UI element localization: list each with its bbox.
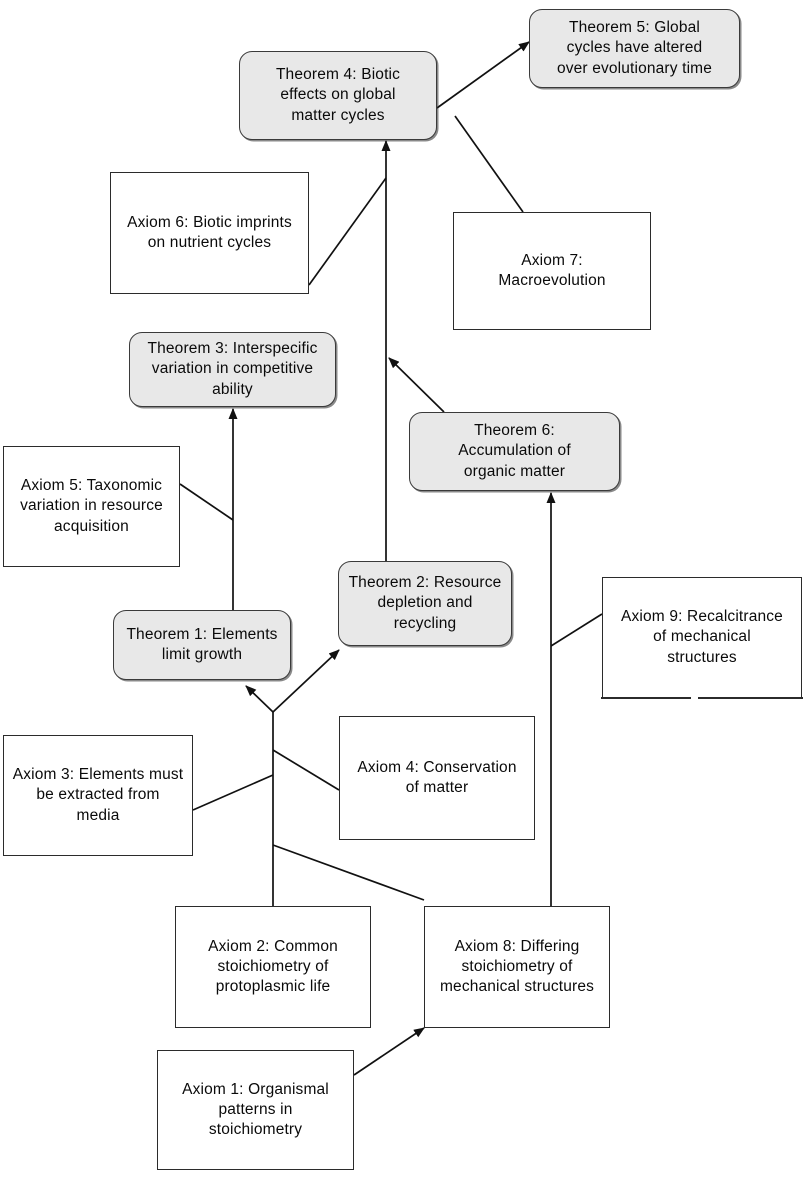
node-theorem-3-label: Theorem 3: Interspecific variation in co… [147, 340, 318, 398]
node-theorem-5-label: Theorem 5: Global cycles have altered ov… [556, 19, 713, 77]
edge-axiom6-to-theorem4 [308, 177, 387, 286]
edge-axiom5-to-theorem3 [179, 483, 234, 521]
edge-theorem6-to-trunk [388, 357, 445, 413]
node-axiom-2[interactable]: Axiom 2: Common stoichiometry of protopl… [175, 906, 371, 1028]
node-theorem-1[interactable]: Theorem 1: Elements limit growth [113, 610, 291, 680]
node-theorem-6[interactable]: Theorem 6: Accumulation of organic matte… [409, 412, 620, 491]
node-axiom-6[interactable]: Axiom 6: Biotic imprints on nutrient cyc… [110, 172, 309, 294]
node-theorem-4[interactable]: Theorem 4: Biotic effects on global matt… [239, 51, 437, 140]
node-theorem-5[interactable]: Theorem 5: Global cycles have altered ov… [529, 9, 740, 88]
node-theorem-3[interactable]: Theorem 3: Interspecific variation in co… [129, 332, 336, 407]
node-axiom-8-label: Axiom 8: Differing stoichiometry of mech… [439, 937, 594, 996]
node-axiom-7[interactable]: Axiom 7: Macroevolution [453, 212, 651, 330]
node-axiom-7-label: Axiom 7: Macroevolution [498, 251, 606, 289]
node-axiom-2-label: Axiom 2: Common stoichiometry of protopl… [208, 937, 338, 996]
edge-theorem4-to-theorem5 [436, 41, 530, 109]
edge-axiom4-to-hub [272, 749, 340, 791]
node-axiom-6-label: Axiom 6: Biotic imprints on nutrient cyc… [127, 213, 292, 251]
edge-axiom3-to-hub [192, 774, 274, 811]
edge-axiom1-to-axiom8 [353, 1027, 425, 1076]
node-axiom-8[interactable]: Axiom 8: Differing stoichiometry of mech… [424, 906, 610, 1028]
node-theorem-2-label: Theorem 2: Resource depletion and recycl… [348, 574, 502, 632]
axiom-9-bottom-border-left [601, 697, 692, 699]
axiom-9-bottom-border-right [697, 697, 803, 699]
edge-axiom8-to-hub [272, 844, 425, 901]
edge-axiom7-to-theorem4 [454, 115, 524, 213]
node-axiom-5-label: Axiom 5: Taxonomic variation in resource… [20, 477, 163, 535]
node-axiom-5[interactable]: Axiom 5: Taxonomic variation in resource… [3, 446, 180, 567]
node-theorem-4-label: Theorem 4: Biotic effects on global matt… [275, 66, 401, 124]
node-axiom-4-label: Axiom 4: Conservation of matter [357, 758, 517, 796]
node-axiom-1-label: Axiom 1: Organismal patterns in stoichio… [182, 1080, 329, 1139]
node-theorem-1-label: Theorem 1: Elements limit growth [126, 625, 278, 663]
node-theorem-2[interactable]: Theorem 2: Resource depletion and recycl… [338, 561, 512, 646]
node-axiom-3-label: Axiom 3: Elements must be extracted from… [12, 766, 184, 824]
edge-hub-to-theorem2 [272, 649, 340, 713]
node-axiom-9-label: Axiom 9: Recalcitrance of mechanical str… [621, 608, 783, 666]
node-axiom-3[interactable]: Axiom 3: Elements must be extracted from… [3, 735, 193, 856]
node-theorem-6-label: Theorem 6: Accumulation of organic matte… [458, 422, 571, 480]
edge-axiom9-to-theorem6 [550, 613, 603, 647]
edge-hub-to-theorem1 [245, 685, 274, 713]
node-axiom-4[interactable]: Axiom 4: Conservation of matter [339, 716, 535, 840]
node-axiom-1[interactable]: Axiom 1: Organismal patterns in stoichio… [157, 1050, 354, 1170]
node-axiom-9[interactable]: Axiom 9: Recalcitrance of mechanical str… [601, 577, 803, 699]
